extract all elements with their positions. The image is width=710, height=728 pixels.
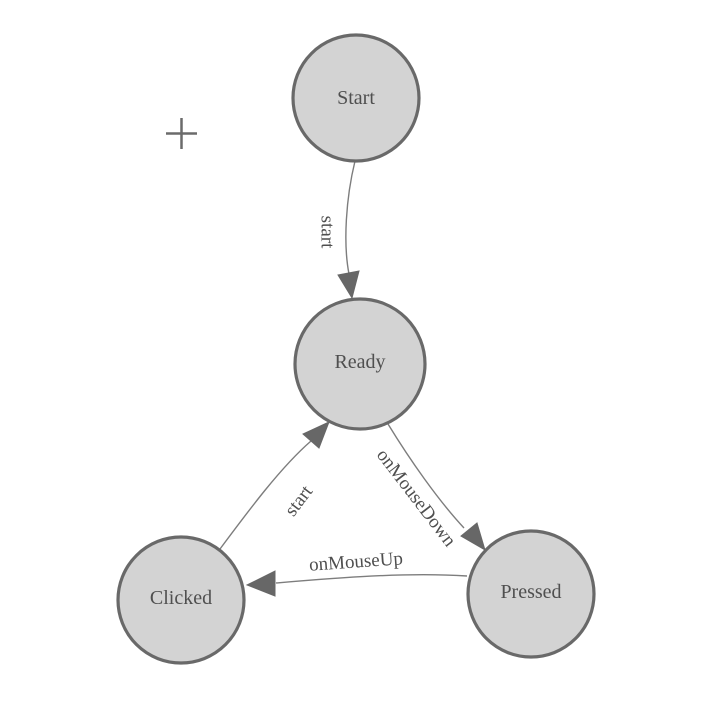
arrowhead-icon	[302, 421, 330, 449]
edge-label: start	[317, 216, 338, 249]
edge-pressed-to-clicked[interactable]: onMouseUp	[245, 548, 468, 597]
edge-label: onMouseUp	[308, 548, 403, 576]
state-circle[interactable]	[116, 535, 246, 665]
state-circle[interactable]	[466, 529, 596, 659]
state-label: Pressed	[500, 581, 561, 603]
state-circle[interactable]	[293, 297, 427, 431]
state-label: Ready	[334, 351, 385, 373]
node-start[interactable]: Start	[291, 33, 421, 163]
edge-path[interactable]	[387, 423, 465, 529]
node-clicked[interactable]: Clicked	[116, 535, 246, 665]
edge-label: start	[281, 481, 318, 520]
state-label: Start	[337, 87, 375, 109]
arrowhead-icon	[460, 522, 486, 552]
arrowhead-icon	[245, 570, 276, 597]
node-ready[interactable]: Ready	[293, 297, 427, 431]
edge-start-to-ready[interactable]: start	[317, 160, 360, 300]
node-pressed[interactable]: Pressed	[466, 529, 596, 659]
edge-clicked-to-ready[interactable]: start	[219, 421, 330, 550]
state-circle[interactable]	[291, 33, 421, 163]
arrowhead-icon	[337, 270, 360, 300]
edge-label: onMouseDown	[372, 445, 460, 551]
edge-ready-to-pressed[interactable]: onMouseDown	[372, 423, 486, 552]
plus-icon	[166, 118, 197, 149]
edge-path[interactable]	[345, 160, 356, 275]
state-label: Clicked	[150, 587, 212, 609]
edge-path[interactable]	[275, 573, 468, 584]
edge-path[interactable]	[219, 440, 312, 550]
